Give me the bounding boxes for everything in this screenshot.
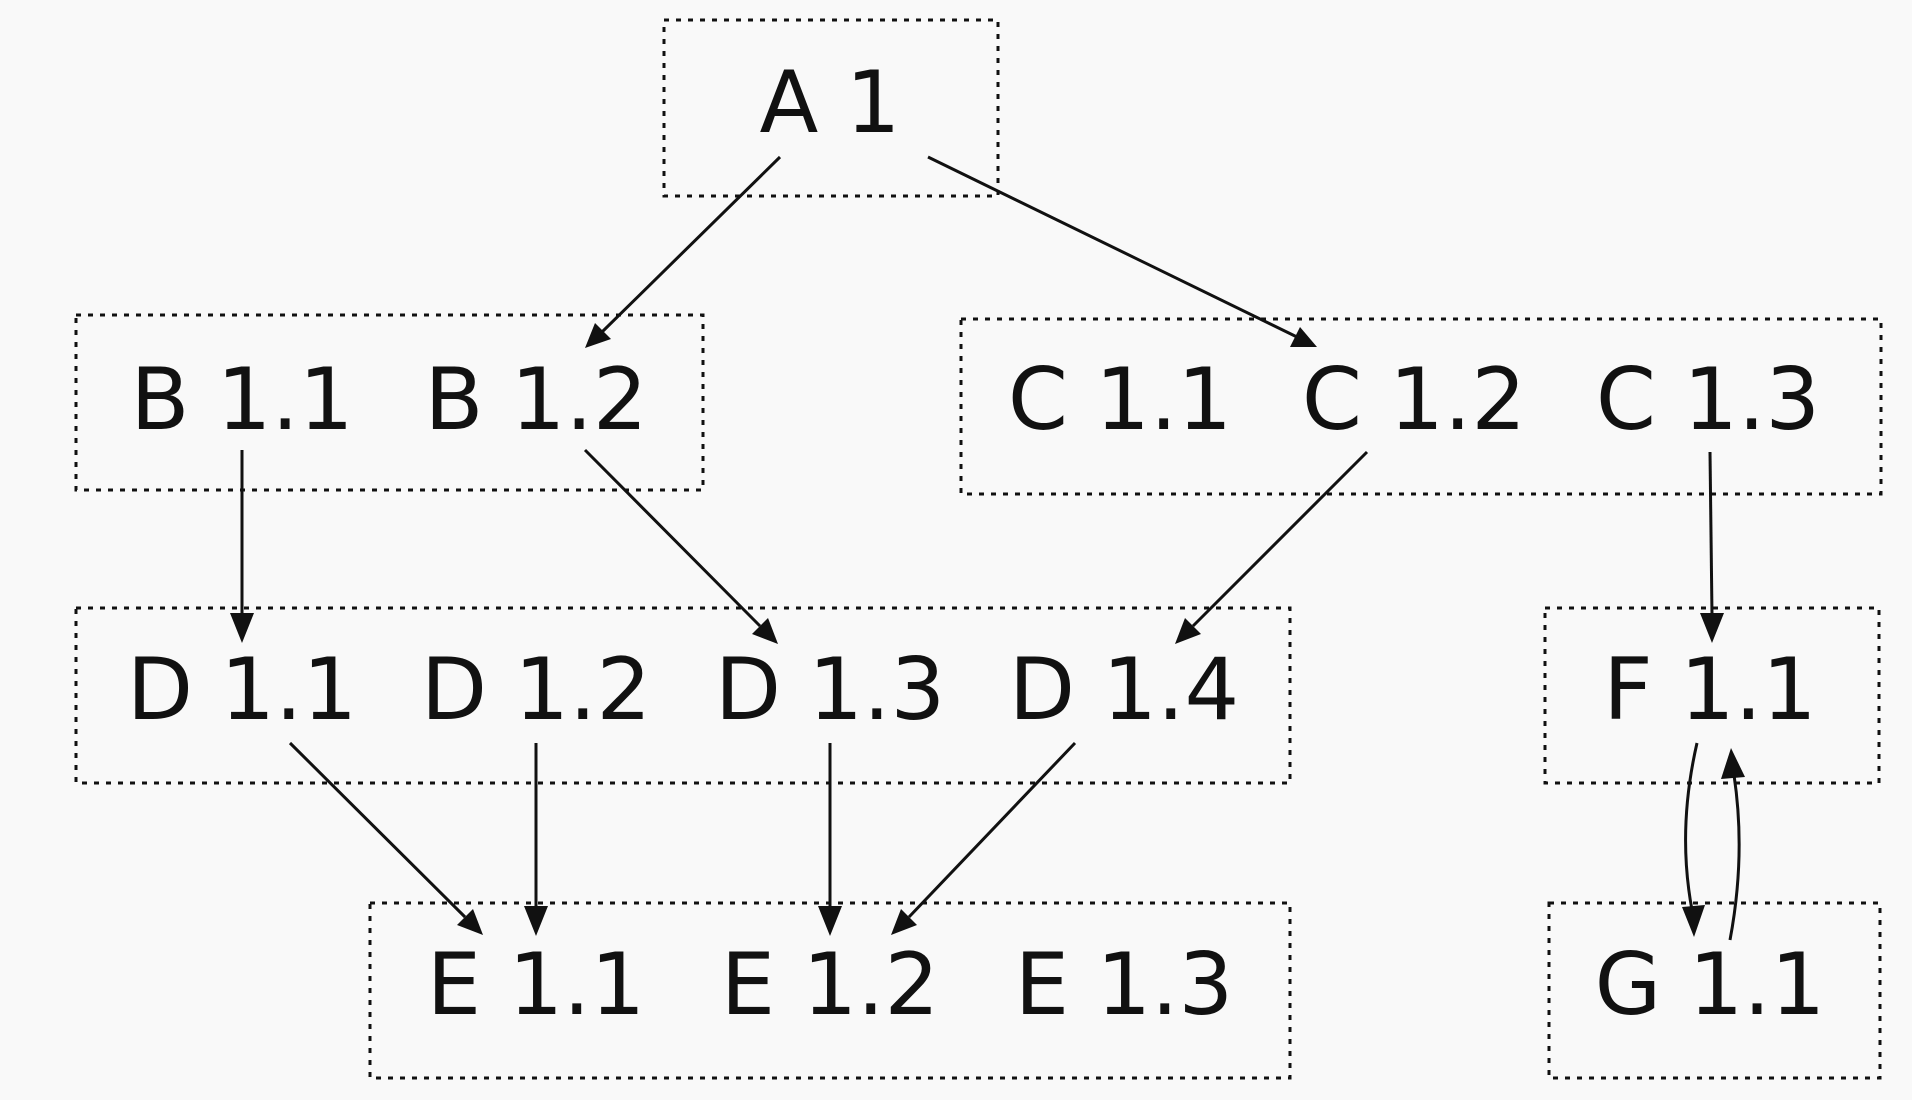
node-c13: C 1.3 xyxy=(1596,350,1820,450)
node-d13: D 1.3 xyxy=(715,640,945,740)
edge-c13-f11-arrowhead xyxy=(1700,613,1724,643)
edge-g11-f11 xyxy=(1728,774,1741,941)
edge-b12-d13-arrowhead xyxy=(752,618,778,644)
edge-d12-e11-arrowhead xyxy=(524,906,548,936)
edge-g11-f11-arrowhead xyxy=(1721,748,1745,779)
edge-a1-c12-arrowhead xyxy=(1290,327,1317,347)
node-b12: B 1.2 xyxy=(424,350,647,450)
node-c12: C 1.2 xyxy=(1302,350,1526,450)
group-box-d xyxy=(74,606,1292,785)
edge-a1-b12 xyxy=(600,155,782,334)
edge-b11-d11-arrowhead xyxy=(230,613,254,643)
edge-c12-d14-arrowhead xyxy=(1175,618,1201,644)
group-box-f xyxy=(1543,606,1881,785)
group-box-a xyxy=(662,18,1000,198)
edge-a1-c12 xyxy=(927,155,1298,339)
edge-a1-b12-arrowhead xyxy=(585,323,611,348)
node-d12: D 1.2 xyxy=(421,640,651,740)
edge-f11-g11-arrowhead xyxy=(1682,905,1705,937)
node-d14: D 1.4 xyxy=(1009,640,1239,740)
group-box-c xyxy=(959,317,1883,496)
node-d11: D 1.1 xyxy=(127,640,357,740)
edge-c13-f11 xyxy=(1708,451,1714,616)
edge-b12-d13 xyxy=(583,448,762,628)
node-e13: E 1.3 xyxy=(1015,935,1233,1035)
edge-d13-e12-arrowhead xyxy=(818,906,842,936)
edge-d11-e11 xyxy=(288,741,467,919)
node-f11: F 1.1 xyxy=(1603,640,1817,740)
node-e11: E 1.1 xyxy=(427,935,645,1035)
node-e12: E 1.2 xyxy=(721,935,939,1035)
edge-c12-d14 xyxy=(1191,450,1369,628)
node-b11: B 1.1 xyxy=(130,350,353,450)
edge-d14-e12-arrowhead xyxy=(891,909,917,935)
edge-f11-g11 xyxy=(1684,742,1699,911)
group-box-b xyxy=(74,313,705,492)
edge-d14-e12 xyxy=(907,741,1077,919)
group-box-g xyxy=(1547,901,1882,1080)
node-c11: C 1.1 xyxy=(1008,350,1232,450)
node-a1: A 1 xyxy=(760,53,901,153)
edge-d11-e11-arrowhead xyxy=(457,909,483,935)
edges xyxy=(230,155,1745,941)
node-g11: G 1.1 xyxy=(1595,935,1826,1035)
